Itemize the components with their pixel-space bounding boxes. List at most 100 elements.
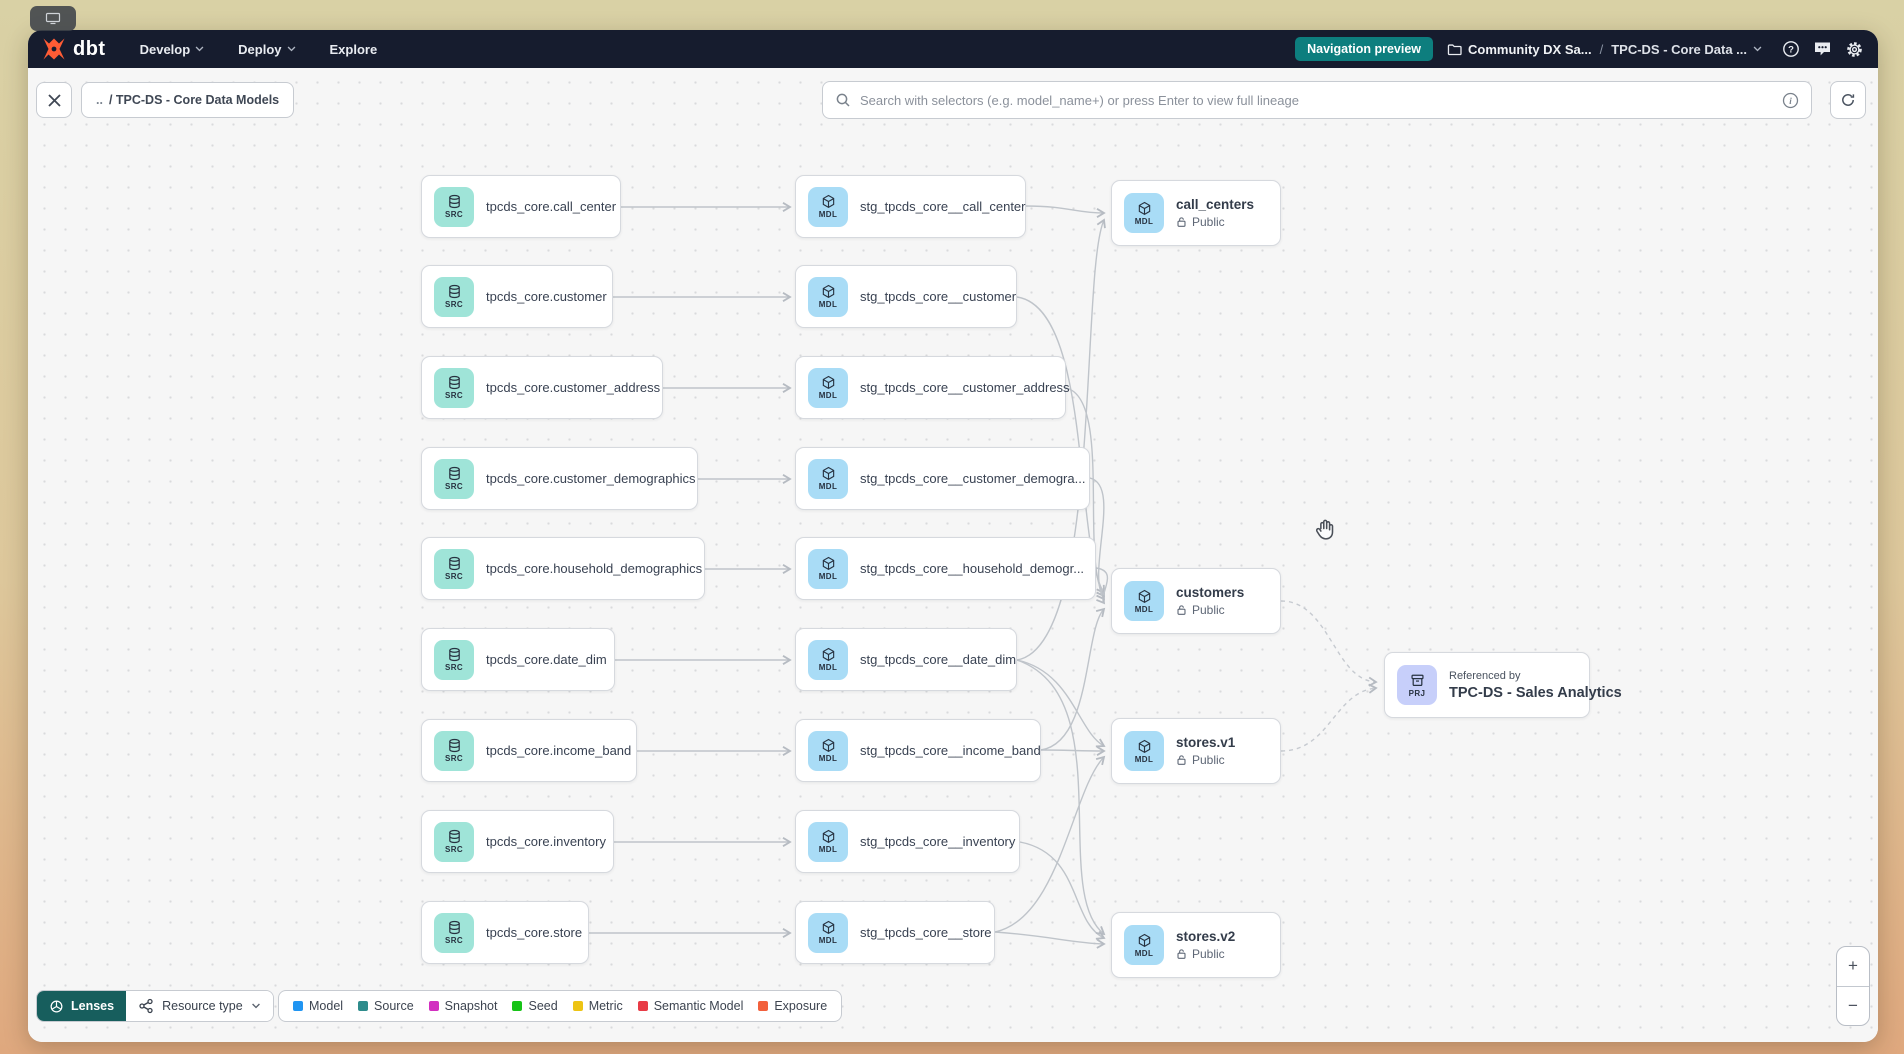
node-label: stg_tpcds_core__household_demogr... [860,561,1085,576]
node-label: tpcds_core.customer_address [486,380,661,395]
database-icon [448,647,460,662]
lenses-button[interactable]: Lenses [37,991,127,1021]
legend-label: Snapshot [444,999,498,1013]
legend-label: Seed [528,999,558,1013]
legend-item: Exposure [758,999,827,1013]
chevron-down-icon [195,46,204,52]
search-icon [836,93,850,107]
legend-swatch [428,1001,439,1011]
zoom-divider [1837,985,1869,987]
zoom-in-button[interactable]: + [1837,947,1869,986]
node-label: stores.v1 [1176,735,1236,750]
grab-cursor [1311,516,1338,548]
zoom-out-button[interactable]: − [1837,987,1869,1026]
model-icon: MDL [808,367,848,408]
legend-swatch [512,1001,523,1011]
cube-icon [822,194,834,208]
legend-swatch [758,1001,769,1011]
nav-label: Explore [329,41,378,57]
legend-swatch [293,1001,303,1011]
lineage-search: i [822,81,1812,119]
monitor-icon [45,12,61,25]
nav-item-explore[interactable]: Explore [330,42,378,57]
resource-type-button[interactable]: Resource type [126,991,273,1021]
svg-text:?: ? [1788,44,1794,55]
refresh-lineage-button[interactable] [1830,81,1866,119]
cube-icon [1138,589,1150,603]
search-input[interactable] [860,92,1773,108]
model-icon: MDL [1124,925,1164,965]
cube-icon [822,284,834,298]
cube-icon [1138,933,1150,947]
info-icon[interactable]: i [1782,92,1799,109]
lineage-breadcrumb-chip[interactable]: .. / TPC-DS - Core Data Models [81,82,295,118]
chevron-down-icon [251,1003,260,1009]
node-label: tpcds_core.customer [486,289,607,304]
cube-icon [822,920,834,934]
legend-item: Source [358,999,414,1013]
breadcrumb-current[interactable]: TPC-DS - Core Data ... [1611,42,1762,57]
breadcrumb-project[interactable]: Community DX Sa... [1447,42,1592,57]
help-icon[interactable]: ? [1782,40,1800,58]
source-icon: SRC [434,730,474,771]
breadcrumb: Community DX Sa... / TPC-DS - Core Data … [1447,42,1762,57]
dbt-logo[interactable]: dbt [42,37,106,61]
model-icon: MDL [808,639,848,680]
nav-item-develop[interactable]: Develop [140,42,205,57]
nav-label: Deploy [238,41,282,57]
source-icon: SRC [434,912,474,953]
nav-item-deploy[interactable]: Deploy [238,42,295,57]
database-icon [448,920,460,935]
legend-item: Snapshot [428,999,498,1013]
model-icon: MDL [808,186,848,227]
lineage-canvas[interactable]: .. / TPC-DS - Core Data Models i SRCtpcd… [28,68,1878,1042]
node-label: TPC-DS - Sales Analytics [1449,684,1622,701]
source-icon: SRC [434,458,474,499]
gear-icon[interactable] [1845,40,1864,59]
database-icon [448,284,460,299]
feedback-icon[interactable] [1813,40,1832,58]
node-label: stg_tpcds_core__customer_demogra... [860,471,1086,486]
model-icon: MDL [808,458,848,499]
close-icon [47,93,61,107]
dbt-logo-icon [43,38,65,60]
legend-label: Metric [588,999,623,1013]
node-access: Public [1176,215,1254,229]
navigation-preview-button[interactable]: Navigation preview [1295,37,1434,61]
legend-item: Seed [512,999,558,1013]
source-icon: SRC [434,639,474,680]
model-icon: MDL [1124,731,1164,771]
lenses-icon [50,1000,63,1012]
model-node[interactable]: MDL stg_tpcds_core__customer_demogra... [795,447,1090,510]
close-lineage-button[interactable] [36,82,72,118]
archive-icon [1410,674,1424,686]
unlock-icon [1177,605,1186,615]
breadcrumb-project-label: Community DX Sa... [1468,41,1592,57]
nav-label: Develop [139,41,191,57]
node-caption: Referenced by [1449,669,1521,682]
database-icon [448,829,460,844]
